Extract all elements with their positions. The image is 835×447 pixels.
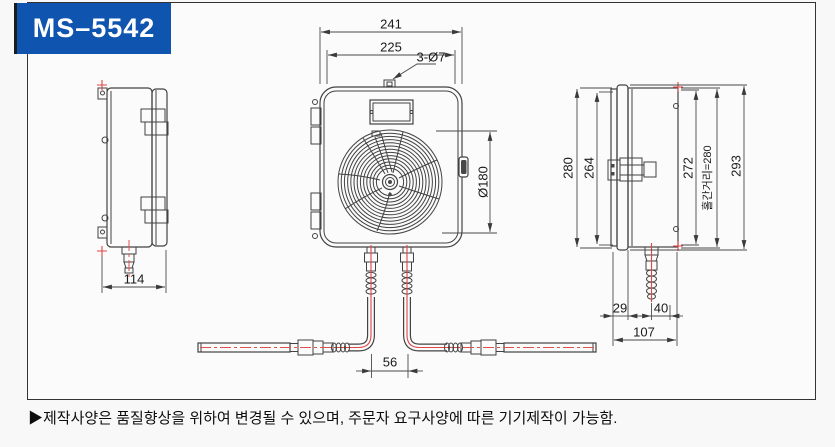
dim-front-outer-width: 241 — [380, 16, 402, 32]
dim-right-outer-height: 280 — [560, 157, 576, 179]
dim-left-depth: 114 — [123, 271, 145, 287]
dim-bottom-29: 29 — [612, 300, 628, 316]
dim-front-inner-width: 225 — [380, 39, 402, 55]
dim-right-height-272: 272 — [680, 157, 696, 179]
dim-hole-spacing: 홀간거리=280 — [702, 145, 714, 211]
lance-left — [197, 339, 350, 356]
hose-reel-coil — [337, 129, 443, 235]
lance-right — [444, 339, 597, 356]
dim-hose-gap: 56 — [382, 354, 398, 370]
view-left-side — [97, 80, 169, 293]
view-front — [310, 27, 497, 378]
model-badge: MS–5542 — [14, 3, 171, 54]
dim-right-total-height: 293 — [728, 155, 744, 177]
dim-reel-diameter: Ø180 — [475, 166, 491, 198]
dim-right-inner-height: 264 — [581, 157, 597, 179]
dim-bottom-40: 40 — [653, 300, 669, 316]
drawing-frame — [27, 2, 816, 400]
dim-right-depth: 107 — [633, 324, 655, 340]
view-right-side — [574, 82, 747, 346]
spec-change-note: ▶제작사양은 품질향상을 위하여 변경될 수 있으며, 주문자 요구사양에 따른… — [28, 410, 618, 427]
front-hose-fittings — [364, 246, 414, 272]
dim-mount-holes: 3-Ø7 — [416, 49, 446, 65]
